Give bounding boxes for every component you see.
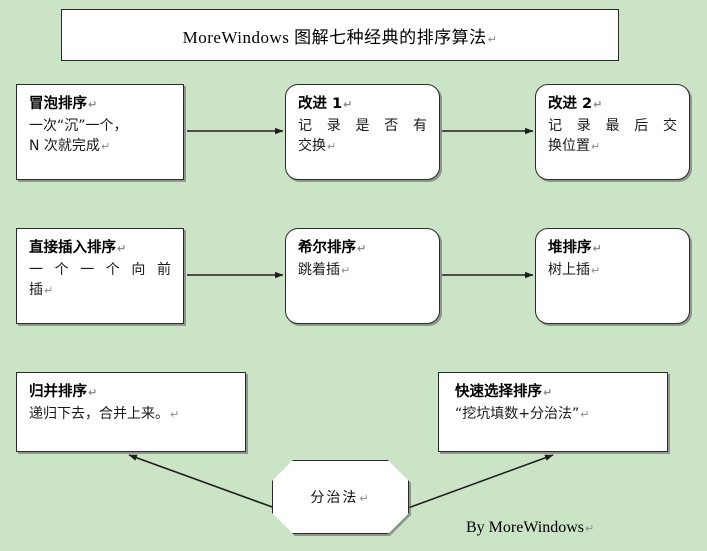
paragraph-mark-icon: ↵ — [580, 407, 590, 421]
node-bubble-sort[interactable]: 冒泡排序↵ 一次“沉”一个， N 次就完成↵ — [16, 84, 184, 180]
node-line: 一次“沉”一个， — [29, 117, 128, 134]
node-shell-sort-title: 希尔排序↵ — [298, 240, 367, 256]
paragraph-mark-icon: ↵ — [100, 139, 111, 153]
node-heap-sort-title: 堆排序↵ — [548, 240, 602, 256]
diagram-title-text: MoreWindows 图解七种经典的排序算法↵ — [183, 23, 498, 48]
node-line: 交换↵ — [298, 137, 337, 154]
paragraph-mark-icon: ↵ — [592, 242, 602, 255]
node-insertion-sort-body: 一个一个向前 插↵ — [29, 260, 171, 301]
paragraph-mark-icon: ↵ — [88, 98, 98, 111]
paragraph-mark-icon: ↵ — [44, 283, 54, 297]
paragraph-mark-icon: ↵ — [170, 407, 180, 421]
paragraph-mark-icon: ↵ — [327, 139, 337, 153]
node-quick-sort-body: “挖坑填数+分治法”↵ — [451, 404, 655, 424]
paragraph-mark-icon: ↵ — [357, 242, 367, 255]
paragraph-mark-icon: ↵ — [591, 263, 601, 277]
paragraph-mark-icon: ↵ — [343, 98, 353, 111]
node-insertion-sort-title: 直接插入排序↵ — [29, 240, 127, 256]
node-quick-sort-title: 快速选择排序↵ — [455, 384, 553, 400]
node-line: “挖坑填数+分治法”↵ — [455, 405, 590, 422]
node-improve-2-body: 记录最后交 换位置↵ — [548, 116, 677, 157]
paragraph-mark-icon: ↵ — [591, 139, 601, 153]
node-merge-sort-body: 递归下去，合并上来。↵ — [29, 404, 233, 424]
node-line: 一个一个向前 — [29, 261, 171, 278]
node-merge-sort[interactable]: 归并排序↵ 递归下去，合并上来。↵ — [16, 372, 246, 452]
node-shell-sort-body: 跳着插↵ — [298, 260, 427, 280]
paragraph-mark-icon: ↵ — [487, 32, 498, 46]
paragraph-mark-icon: ↵ — [88, 386, 98, 399]
node-shell-sort[interactable]: 希尔排序↵ 跳着插↵ — [285, 228, 440, 324]
node-line: 递归下去，合并上来。↵ — [29, 405, 180, 422]
paragraph-mark-icon: ↵ — [585, 522, 595, 535]
node-quick-sort[interactable]: 快速选择排序↵ “挖坑填数+分治法”↵ — [438, 372, 668, 452]
node-line: 插↵ — [29, 281, 54, 298]
paragraph-mark-icon: ↵ — [117, 242, 127, 255]
node-heap-sort[interactable]: 堆排序↵ 树上插↵ — [535, 228, 690, 324]
node-divide-conquer[interactable]: 分治法↵ — [272, 460, 409, 534]
author-signature: By MoreWindows↵ — [466, 519, 595, 536]
node-improve-2-title: 改进 2↵ — [548, 96, 603, 112]
node-line: N 次就完成↵ — [29, 137, 111, 154]
diagram-title-box: MoreWindows 图解七种经典的排序算法↵ — [61, 9, 619, 61]
node-improve-1-title: 改进 1↵ — [298, 96, 353, 112]
node-line: 树上插↵ — [548, 261, 601, 278]
paragraph-mark-icon: ↵ — [359, 492, 371, 505]
paragraph-mark-icon: ↵ — [543, 386, 553, 399]
paragraph-mark-icon: ↵ — [593, 98, 603, 111]
node-improve-2[interactable]: 改进 2↵ 记录最后交 换位置↵ — [535, 84, 690, 180]
paragraph-mark-icon: ↵ — [341, 263, 351, 277]
node-line: 换位置↵ — [548, 137, 601, 154]
node-improve-1[interactable]: 改进 1↵ 记录是否有 交换↵ — [285, 84, 440, 180]
node-bubble-sort-title: 冒泡排序↵ — [29, 96, 98, 112]
node-insertion-sort[interactable]: 直接插入排序↵ 一个一个向前 插↵ — [16, 228, 184, 324]
node-line: 记录是否有 — [298, 117, 427, 134]
arrow-divide-to-merge — [128, 454, 276, 509]
arrow-divide-to-quick — [407, 454, 554, 509]
node-line: 记录最后交 — [548, 117, 677, 134]
node-heap-sort-body: 树上插↵ — [548, 260, 677, 280]
node-merge-sort-title: 归并排序↵ — [29, 384, 98, 400]
node-improve-1-body: 记录是否有 交换↵ — [298, 116, 427, 157]
node-bubble-sort-body: 一次“沉”一个， N 次就完成↵ — [29, 116, 171, 157]
node-divide-conquer-label: 分治法↵ — [310, 490, 371, 506]
node-line: 跳着插↵ — [298, 261, 351, 278]
title-label: MoreWindows 图解七种经典的排序算法 — [182, 27, 487, 47]
